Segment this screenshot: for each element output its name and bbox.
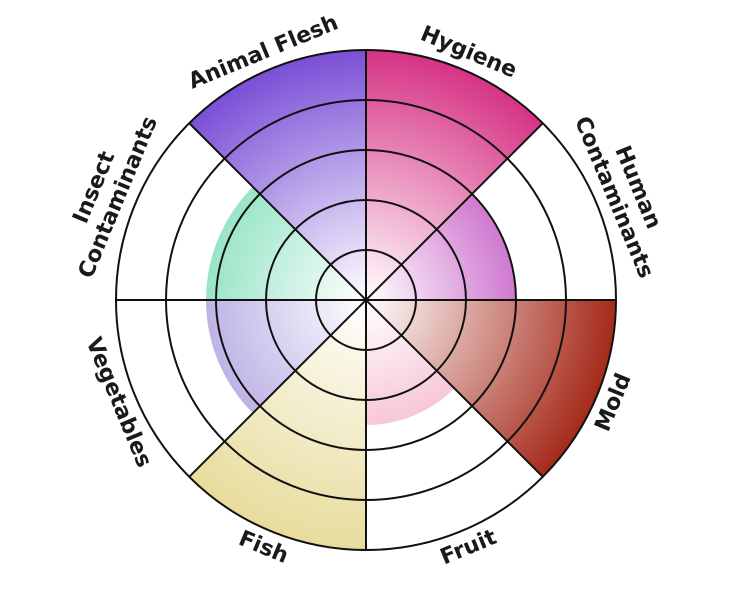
category-label-line: Fruit [437,525,501,571]
sector-hygiene [366,50,543,300]
category-label-group: HygieneHumanContaminantsMoldFruitFishVeg… [68,10,666,570]
sector-human-contaminants [366,193,516,300]
category-label-line: Vegetables [80,334,156,471]
grid-group [115,49,617,551]
sector-group [189,50,616,550]
sector-fish [189,300,366,550]
category-label-fruit: Fruit [437,525,501,571]
sector-fruit [366,300,455,425]
category-label-vegetables: Vegetables [80,334,156,471]
sector-vegetables [206,300,366,414]
sector-insect-contaminants [206,186,366,300]
sector-animal-flesh [189,50,366,300]
sector-mold [366,300,616,477]
grid-spoke-4 [188,122,544,478]
